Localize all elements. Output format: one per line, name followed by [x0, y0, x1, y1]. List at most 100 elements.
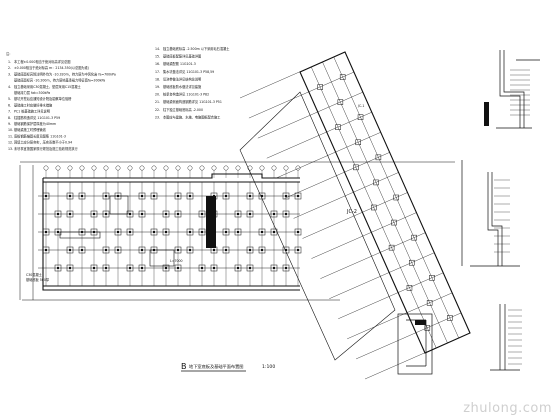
wing-footing [424, 325, 431, 331]
note-left-text: 基础梁施工时预埋管线 [14, 127, 47, 132]
column-mark [177, 267, 179, 269]
footing-outline [222, 192, 230, 200]
footing-outline [90, 210, 98, 218]
footing-outline [174, 192, 182, 200]
footing-outline [162, 264, 170, 272]
wing-grid-line [333, 56, 459, 339]
note-right-number: 19. [155, 85, 160, 89]
note-left-text: PC1 桩基础施工详见说明 [14, 109, 50, 114]
column-mark [213, 249, 215, 251]
note-left-text: 基础施工时应做好排水措施 [14, 102, 53, 107]
note-right-text: 集水坑做法详见 11G101-3 P58,59 [163, 69, 214, 74]
column-mark [93, 267, 95, 269]
footing-outline [90, 264, 98, 272]
wing-grid-line [257, 91, 363, 139]
wing-grid-line [320, 232, 426, 279]
column-mark [69, 213, 71, 215]
footing-outline [198, 264, 206, 272]
column-mark [189, 249, 191, 251]
footing-outline [42, 228, 50, 236]
note-left-text: 未尽事宜按国家现行规范及施工验收规范执行 [14, 146, 79, 151]
footing-outline [126, 228, 134, 236]
footing-outline [78, 246, 86, 254]
wing-footing [371, 204, 377, 211]
column-mark [45, 231, 47, 233]
footing-outline [294, 246, 302, 254]
footing-outline [282, 246, 290, 254]
column-mark [297, 195, 299, 197]
wing-footing [406, 285, 413, 291]
note-left-number: 4. [8, 85, 11, 89]
footing-outline [114, 228, 122, 236]
column-mark [201, 231, 203, 233]
column-mark [189, 195, 191, 197]
wing-grid-line [344, 51, 471, 334]
wing-grid-line [248, 71, 355, 119]
column-mark [273, 267, 275, 269]
wing-footing [373, 179, 379, 186]
column-mark [57, 267, 59, 269]
column-mark [261, 195, 263, 197]
column-mark [105, 249, 107, 251]
column-mark [177, 195, 179, 197]
note-left-text: 基础持力层 fak=300kPa [14, 90, 50, 95]
column-mark [129, 231, 131, 233]
column-mark [117, 249, 119, 251]
note-right-text: 基础梁配筋 11G101-3 [163, 61, 196, 66]
footing-outline [246, 192, 254, 200]
footing-outline [66, 210, 74, 218]
note-left-number: 7. [8, 110, 11, 114]
column-mark [105, 213, 107, 215]
footing-outline [126, 264, 134, 272]
footing-outline [162, 210, 170, 218]
footing-outline [186, 192, 194, 200]
column-mark [45, 249, 47, 251]
note-left-number: 12. [8, 141, 13, 145]
column-mark [249, 249, 251, 251]
column-mark [213, 267, 215, 269]
footing-outline [42, 246, 50, 254]
footing-outline [234, 264, 242, 272]
column-mark [249, 267, 251, 269]
wing-grid-line [239, 51, 346, 99]
column-mark [105, 267, 107, 269]
footing-outline [54, 264, 62, 272]
column-mark [165, 213, 167, 215]
footing-outline [222, 246, 230, 254]
footing-outline [246, 246, 254, 254]
note-left-text: 本工程±0.000相当于绝对标高详见总图 [14, 59, 70, 64]
wing-footing [355, 139, 361, 146]
footing-outline [270, 264, 278, 272]
footing-outline [234, 210, 242, 218]
column-mark [273, 213, 275, 215]
note-left-text: 独立基础采用C30混凝土，垫层采用C15混凝土 [14, 84, 82, 89]
note-left-number: 13. [8, 147, 13, 151]
wing-footing [337, 99, 344, 105]
column-mark [249, 213, 251, 215]
column-mark [201, 213, 203, 215]
column-mark [285, 195, 287, 197]
note-right-text: 本图应与建施、水施、电施图纸配合施工 [163, 114, 221, 119]
column-mark [249, 195, 251, 197]
note-left-text: ±0.000相当于绝对标高 m：2134.350(以总图为准) [14, 65, 89, 70]
note-left-number: 6. [8, 103, 11, 107]
column-mark [237, 267, 239, 269]
drawing-title-prefix: B [181, 362, 187, 371]
footing-outline [234, 228, 242, 236]
drawing-title: 地下室底板及基础平面布置图 [189, 363, 243, 370]
note-right-number: 23. [155, 115, 160, 119]
wing-grid-line [299, 71, 426, 354]
column-mark [297, 249, 299, 251]
column-mark [141, 213, 143, 215]
wing-footing [375, 154, 382, 161]
note-left-number: 8. [8, 116, 11, 120]
footing-outline [102, 246, 110, 254]
note-right-text: 桩承台构造详见 11G101-3 P82 [163, 92, 209, 97]
wing-footing [388, 244, 395, 251]
column-mark [93, 213, 95, 215]
column-mark [261, 249, 263, 251]
drawing-scale: 1:100 [262, 364, 275, 370]
column-mark [165, 267, 167, 269]
column-mark [189, 231, 191, 233]
wing-footing [447, 315, 453, 321]
